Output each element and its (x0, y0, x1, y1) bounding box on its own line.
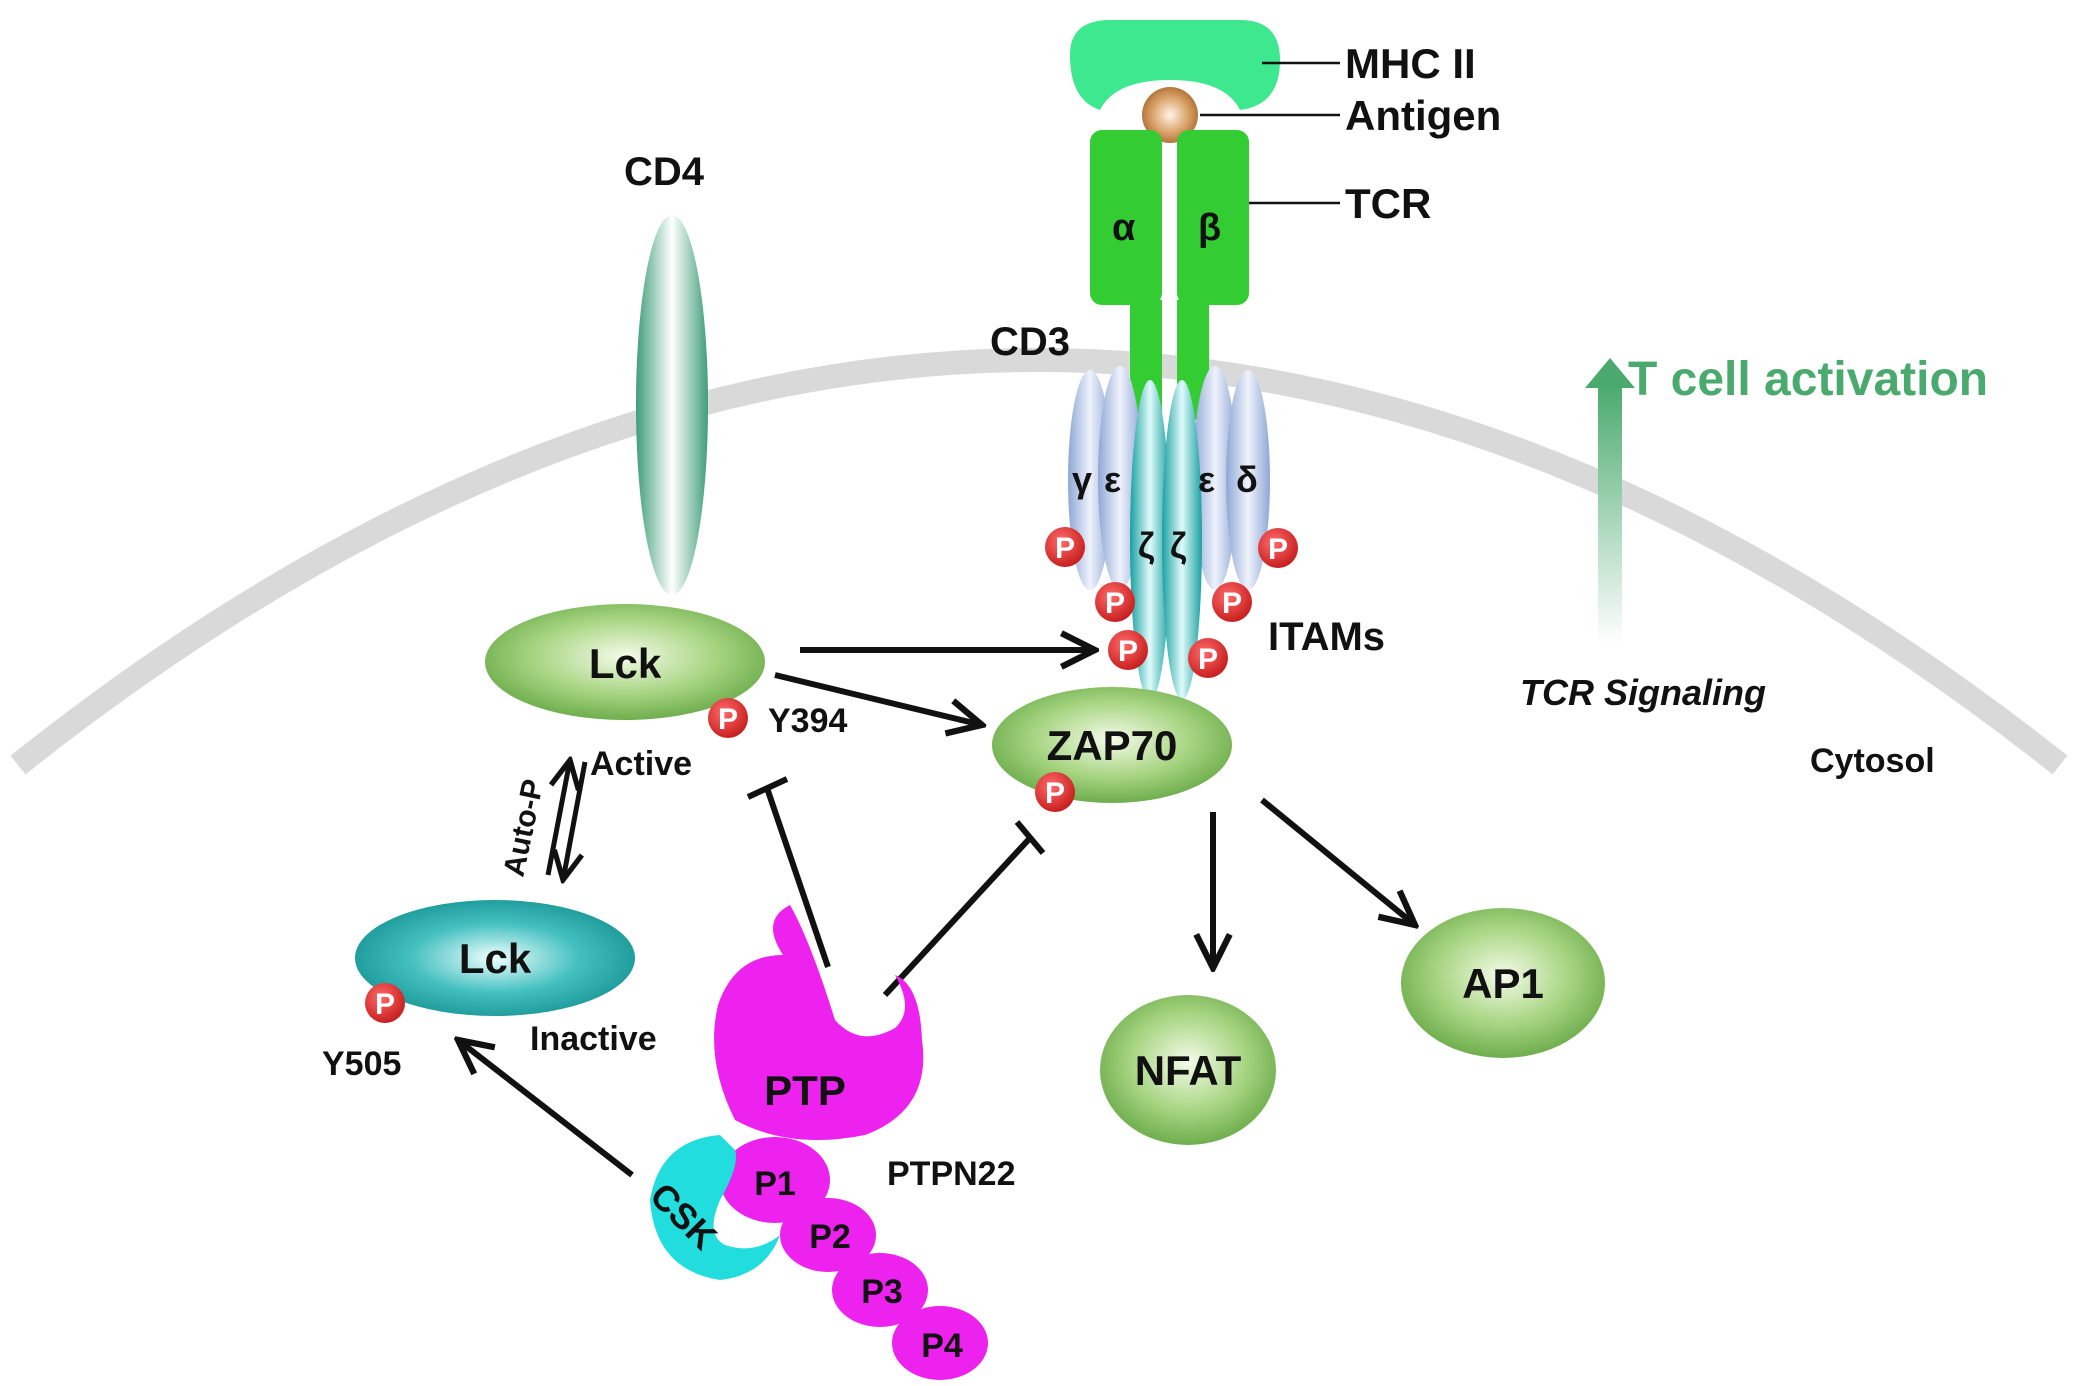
phospho-badge: P (1188, 638, 1228, 678)
ap1-label: AP1 (1462, 960, 1544, 1007)
svg-text:P: P (1118, 635, 1138, 668)
itam-phosphates: P P P P P P (1045, 527, 1298, 678)
ap1 (1401, 908, 1605, 1058)
cd4 (636, 215, 708, 595)
mhc-ii (1070, 20, 1280, 110)
tcr-beta-chain (1177, 130, 1249, 305)
gamma-label: γ (1072, 459, 1092, 500)
zap70-label: ZAP70 (1047, 722, 1178, 769)
svg-text:P: P (1045, 777, 1065, 810)
p3-label: P3 (861, 1273, 903, 1311)
tcr-signaling-label: TCR Signaling (1520, 672, 1766, 713)
tcell-activation-label: T cell activation (1628, 353, 1988, 406)
nfat-label: NFAT (1135, 1047, 1242, 1094)
cd3-zeta-left (1130, 380, 1170, 700)
cd3-complex (1068, 366, 1270, 700)
inactive-label: Inactive (530, 1020, 657, 1058)
epsilon-left-label: ε (1104, 459, 1121, 500)
phospho-badge: P (1045, 527, 1085, 567)
csk (650, 1135, 780, 1280)
antigen (1142, 87, 1198, 143)
svg-text:P: P (1198, 643, 1218, 676)
autop-label: Auto-P (498, 776, 551, 879)
svg-text:P: P (718, 703, 738, 736)
alpha-label: α (1112, 207, 1135, 249)
phospho-badge: P (1212, 582, 1252, 622)
csk-to-lck-inactive-arrow (458, 1040, 634, 1178)
p1-domain (720, 1137, 830, 1223)
p4-domain (892, 1306, 988, 1380)
tcr-alpha-chain (1090, 130, 1162, 305)
lck-to-zap70-arrow (774, 672, 982, 725)
p3-domain (832, 1253, 928, 1327)
zeta-left-label: ζ (1138, 525, 1155, 566)
cytosol-label: Cytosol (1810, 742, 1935, 780)
lck-inactive-label: Lck (459, 935, 532, 982)
ptp-inhibits-lck (746, 776, 831, 968)
phospho-badge: P (1258, 528, 1298, 568)
svg-text:P: P (375, 988, 395, 1021)
cd3-delta (1226, 370, 1270, 590)
beta-label: β (1198, 207, 1221, 249)
phospho-badge: P (1035, 772, 1075, 812)
p1-label: P1 (754, 1165, 796, 1203)
p2-label: P2 (809, 1218, 851, 1256)
active-label: Active (590, 745, 692, 783)
cell-membrane (10, 348, 2068, 775)
phospho-badge: P (1108, 630, 1148, 670)
delta-label: δ (1236, 459, 1258, 500)
lck-active-label: Lck (589, 640, 662, 687)
epsilon-right-label: ε (1198, 459, 1215, 500)
itams-label: ITAMs (1268, 615, 1385, 659)
cd3-epsilon-right (1193, 366, 1237, 590)
svg-text:P: P (1222, 587, 1242, 620)
zeta-right-label: ζ (1170, 525, 1187, 566)
ptpn22-label: PTPN22 (887, 1155, 1016, 1193)
y505-label: Y505 (322, 1045, 401, 1083)
nfat (1100, 995, 1276, 1145)
cd4-label: CD4 (624, 150, 705, 194)
ptp-inhibits-zap70 (882, 820, 1046, 998)
cd3-label: CD3 (990, 320, 1070, 364)
tcr-label: TCR (1345, 180, 1431, 227)
lck-inactive (355, 900, 635, 1016)
antigen-label: Antigen (1345, 92, 1501, 139)
phospho-badge: P (708, 698, 748, 738)
svg-text:P: P (1055, 532, 1075, 565)
svg-text:P: P (1268, 533, 1288, 566)
ptpn22 (714, 905, 988, 1380)
phospho-badge: P (1095, 582, 1135, 622)
activation-arrow (1585, 358, 1635, 644)
svg-text:P: P (1105, 587, 1125, 620)
mhc-ii-label: MHC II (1345, 40, 1476, 87)
phospho-badge: P (365, 983, 405, 1023)
zap70-to-ap1-arrow (1260, 797, 1415, 925)
y394-label: Y394 (768, 702, 847, 740)
ptp-label: PTP (764, 1067, 846, 1114)
cd3-zeta-right (1162, 380, 1202, 700)
ptp-domain (714, 905, 924, 1140)
p4-label: P4 (921, 1327, 963, 1365)
lck-active (485, 604, 765, 720)
